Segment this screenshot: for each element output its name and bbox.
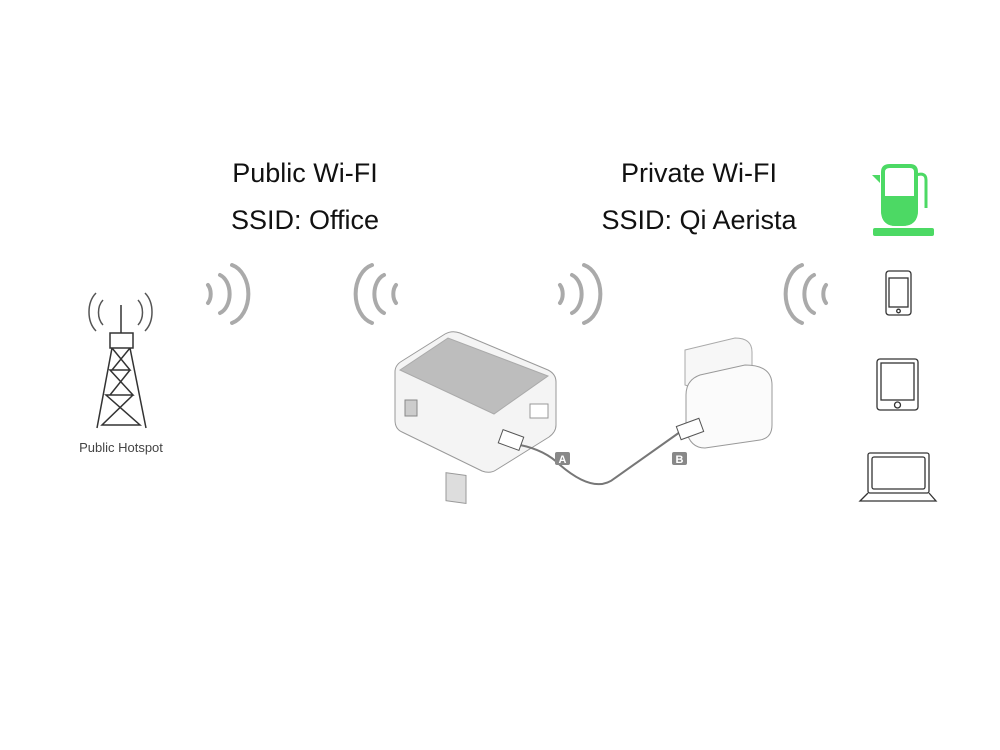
cable-label-b: B <box>676 454 684 466</box>
private-wifi-title: Private Wi-FI <box>620 158 777 188</box>
public-hotspot-label: Public Hotspot <box>79 440 163 455</box>
cable-label-a-box <box>555 452 570 465</box>
wifi-wave-left-2 <box>783 263 828 325</box>
kettle-icon <box>872 164 934 236</box>
wifi-waves <box>206 263 828 325</box>
usb-cable <box>519 431 681 486</box>
public-wifi-title: Public Wi-FI <box>232 158 378 188</box>
usb-plug-b <box>675 417 705 441</box>
smartphone-icon <box>885 270 912 316</box>
tablet-icon <box>876 358 919 411</box>
usb-plug-a <box>497 429 525 451</box>
public-wifi-ssid: SSID: Office <box>230 205 380 235</box>
cable-label-b-box <box>672 452 687 465</box>
wifi-wave-right-2 <box>558 263 603 325</box>
laptop-icon <box>858 452 938 502</box>
wifi-wave-right-1 <box>206 263 251 325</box>
cable-label-a: A <box>559 454 567 466</box>
cell-tower-icon <box>88 292 153 429</box>
wall-charger <box>684 337 773 449</box>
private-wifi-ssid: SSID: Qi Aerista <box>601 205 797 235</box>
travel-router <box>394 331 557 505</box>
wifi-wave-left-1 <box>353 263 398 325</box>
